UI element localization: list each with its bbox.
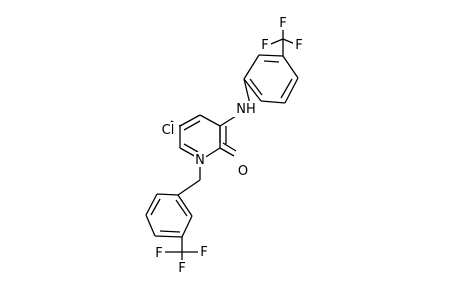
- bond: [222, 142, 237, 152]
- atom-labels: F F F NH Cl O N F F F: [153, 16, 305, 276]
- atom-f-right: F: [295, 38, 302, 53]
- bond: [181, 215, 193, 238]
- bond: [219, 147, 235, 157]
- bond: [219, 115, 237, 127]
- bond: [280, 78, 293, 99]
- bond: [177, 179, 201, 196]
- bond: [159, 230, 181, 233]
- atom-o: O: [238, 164, 248, 179]
- bond: [156, 193, 179, 196]
- bond: [203, 147, 221, 159]
- bond: [175, 199, 188, 217]
- bond: [282, 55, 299, 79]
- bond: [154, 235, 183, 238]
- bond: [243, 78, 262, 102]
- bond: [284, 77, 299, 104]
- atom-n: N: [195, 153, 205, 168]
- bond: [145, 214, 156, 237]
- bond: [145, 193, 158, 216]
- atom-f-bottom: F: [178, 261, 185, 276]
- bond: [263, 60, 280, 63]
- bond: [199, 114, 221, 127]
- atom-f-left: F: [261, 38, 268, 53]
- bond: [243, 78, 251, 105]
- bond: [183, 143, 199, 153]
- atom-f-lower-right: F: [200, 245, 207, 260]
- bond: [243, 54, 260, 80]
- atom-f-lower-left: F: [155, 246, 162, 261]
- bond: [183, 120, 201, 131]
- bond: [150, 198, 161, 216]
- bonds: [145, 22, 301, 268]
- bond: [249, 78, 263, 96]
- bond: [177, 194, 193, 217]
- bond: [179, 114, 201, 127]
- bond: [260, 100, 286, 104]
- bond: [258, 54, 284, 57]
- atom-f-top: F: [279, 16, 286, 31]
- atom-nh: NH: [236, 102, 256, 117]
- atom-cl: Cl: [162, 123, 175, 138]
